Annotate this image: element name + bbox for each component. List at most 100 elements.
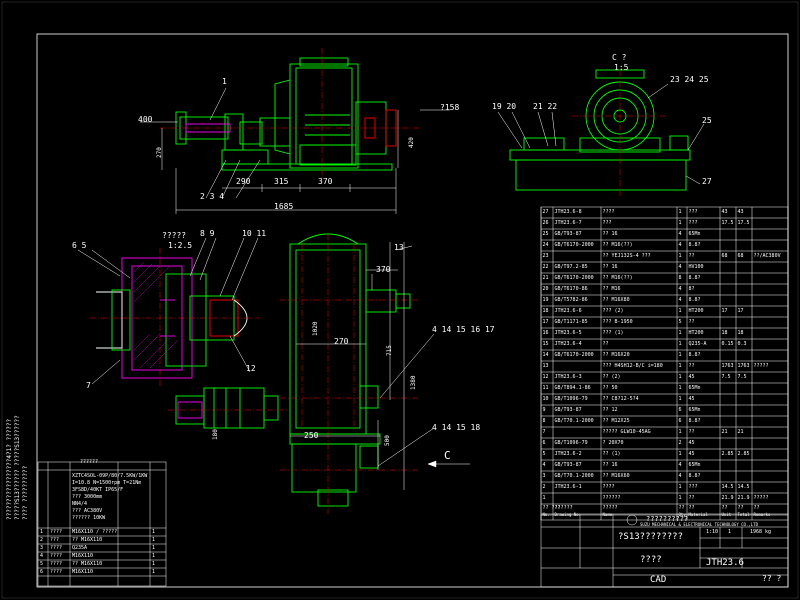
- title-block-grid: [540, 513, 789, 588]
- bom-header-en-cell: Unit: [721, 512, 732, 517]
- small-table-cell-name: M16X110: [72, 553, 94, 559]
- bom-header-cell: ??: [554, 505, 561, 511]
- small-table-cell-name: Q235A: [72, 545, 88, 551]
- bom-cell-name: ????: [602, 209, 615, 215]
- bom-cell-code: JTH23.6-1: [554, 484, 582, 490]
- weight-value: 1968 kg: [750, 529, 772, 535]
- callout-10-11: 10 11: [242, 229, 267, 238]
- bom-cell-qty: 8: [678, 275, 682, 281]
- small-table-cell-no: 5: [40, 561, 44, 567]
- bom-cell-code: GB/T894.1-86: [554, 385, 591, 391]
- bom-cell-mat: ??: [688, 363, 695, 369]
- callout-13: 13: [394, 243, 404, 252]
- bom-cell-qty: 4: [678, 242, 682, 248]
- small-table-cell-no: 3: [40, 545, 44, 551]
- bom-cell-qty: 4: [678, 231, 682, 237]
- bom-cell-qty: 1: [678, 253, 682, 259]
- small-table-cell-qty: 1: [152, 569, 156, 575]
- bom-cell-code: GB/T6170-2000: [554, 242, 594, 248]
- bom-cell-no: 10: [542, 396, 549, 402]
- callout-23-24-25: 23 24 25: [670, 75, 709, 84]
- callout-7: 7: [86, 381, 91, 390]
- bom-cell-name: ?? (1): [602, 451, 621, 457]
- small-table-cell-qty: 1: [152, 529, 156, 535]
- dim-315: 315: [274, 177, 289, 186]
- callout-21-22: 21 22: [533, 102, 558, 111]
- cad-label: CAD: [650, 575, 667, 585]
- bom-cell-name: ? 20X70: [602, 440, 624, 446]
- dim-270: 270: [156, 147, 163, 158]
- dim-420: 420: [408, 137, 415, 148]
- small-table-cell-code: ????: [50, 561, 63, 567]
- front-elevation-view: [175, 57, 397, 171]
- bom-cell-w1: 1763: [721, 363, 734, 369]
- bom-cell-qty: 4: [678, 462, 682, 468]
- bom-cell-qty: 1: [678, 451, 682, 457]
- bom-cell-w1: 43: [721, 209, 728, 215]
- dim-1020: 1020: [312, 321, 319, 336]
- scale-value: 1:10: [706, 529, 719, 535]
- bom-cell-name: ??: [602, 341, 609, 347]
- bom-cell-no: 8: [542, 418, 546, 424]
- small-table-cell-name: M16X110 / ?????: [72, 529, 118, 535]
- small-table-cell-code: ????: [50, 553, 63, 559]
- spec-line-1: XZTC4SOL-09P/80/7.5KW/1KW: [72, 473, 148, 479]
- bom-header-cell: ?? ???????: [542, 505, 573, 511]
- bom-header-en-cell: No.: [542, 512, 550, 517]
- bom-cell-mat: ??: [688, 319, 695, 325]
- bom-cell-mat: 45: [688, 374, 695, 380]
- dimension-lines-gearbox: [290, 242, 470, 490]
- bom-cell-name: ?? YEJ132S-4 ???: [602, 253, 651, 259]
- bom-cell-w2: 14.5: [737, 484, 750, 490]
- bom-cell-qty: 4: [678, 297, 682, 303]
- section-label-top: C ?: [612, 53, 627, 62]
- small-table-cell-name: M16X110: [72, 569, 94, 575]
- bom-cell-no: 19: [542, 297, 549, 303]
- bom-header-cell: ??: [753, 505, 760, 511]
- bom-cell-qty: 4: [678, 264, 682, 270]
- bom-cell-mat: 65Mn: [688, 385, 701, 391]
- spec-line-3: 3FS8D/40KT IP65/F: [72, 487, 124, 493]
- bom-cell-code: JTH23.6-2: [554, 451, 582, 457]
- bom-cell-mat: 8.8?: [688, 352, 701, 358]
- bom-cell-name: ?? M16(??): [602, 242, 633, 248]
- bom-cell-qty: 1: [678, 429, 682, 435]
- bom-cell-name: ?? (2): [602, 374, 621, 380]
- section-scale-top: 1:5: [614, 63, 629, 72]
- bom-cell-code: GB/T6170-2000: [554, 275, 594, 281]
- small-table-cell-qty: 1: [152, 561, 156, 567]
- bom-cell-code: GB/T1171-85: [554, 319, 588, 325]
- sheet-label: ?? ?: [762, 574, 782, 583]
- bom-cell-w2: 21.9: [737, 495, 750, 501]
- spec-line-7: ?????? 10KW: [72, 515, 106, 521]
- bom-cell-mat: HV100: [688, 264, 704, 270]
- bom-header-cell: ??: [721, 505, 728, 511]
- small-table-cell-no: 2: [40, 537, 44, 543]
- small-table-cell-code: ???: [50, 537, 60, 543]
- bom-cell-qty: 1: [678, 209, 682, 215]
- bom-cell-name: ??? B-1950: [602, 319, 633, 325]
- small-table-cell-code: ????: [50, 529, 63, 535]
- small-table-cell-no: 1: [40, 529, 44, 535]
- dim-400: 400: [138, 115, 153, 124]
- bom-cell-name: ?? 12: [602, 407, 618, 413]
- bom-cell-w2: 1763: [737, 363, 750, 369]
- spec-line-4: ??? 3000mm: [72, 494, 103, 500]
- bom-cell-no: 17: [542, 319, 549, 325]
- dim-290: 290: [236, 177, 251, 186]
- dim-500: 500: [384, 435, 391, 446]
- bom-header-cell: ?????: [602, 505, 618, 511]
- bom-cell-mat: ???: [688, 209, 698, 215]
- small-table-cell-code: ????: [50, 545, 63, 551]
- bom-cell-mat: 45: [688, 396, 695, 402]
- bom-cell-code: GB/T6170-2000: [554, 352, 594, 358]
- callout-26: 25: [702, 116, 712, 125]
- side-note-2: ?????S13?????? ?????S13??????: [14, 415, 21, 520]
- view-arrow-c: C: [444, 449, 451, 462]
- bom-header-en-cell: Total: [737, 512, 750, 517]
- small-table-cell-qty: 1: [152, 553, 156, 559]
- small-table-cell-no: 6: [40, 569, 44, 575]
- bom-header-en-cell: Remarks: [753, 512, 771, 517]
- bom-cell-name: ?? 16: [602, 264, 618, 270]
- qty-value: 1: [728, 529, 732, 535]
